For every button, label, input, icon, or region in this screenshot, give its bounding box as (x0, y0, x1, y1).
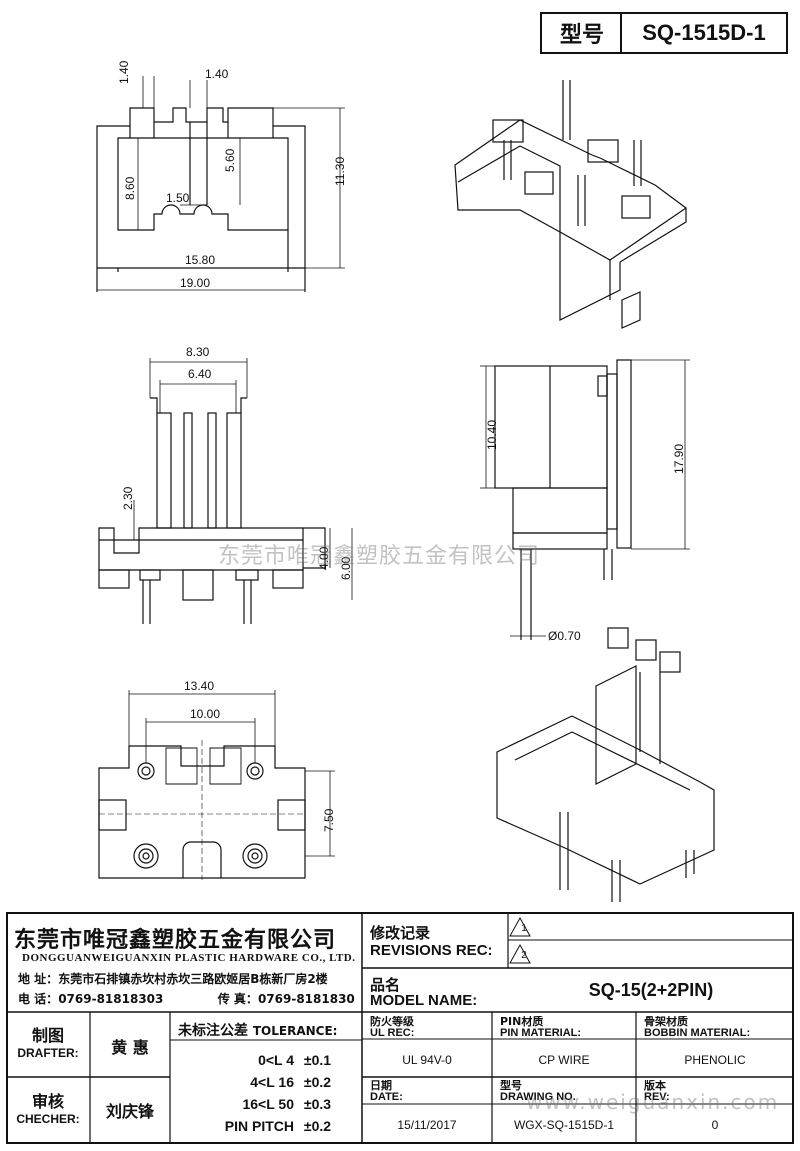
drafter-label-cn: 制图 (31, 1026, 64, 1045)
drafter-label-en: DRAFTER: (17, 1046, 79, 1060)
dim-b: 1.40 (205, 67, 229, 81)
bobbin-label-cn: 骨架材质 (644, 1016, 688, 1028)
dim-g: 15.80 (185, 253, 215, 267)
isometric-view-top (454, 80, 688, 329)
dim-s: 7.50 (322, 808, 336, 832)
dim-a: 1.40 (117, 60, 131, 84)
rev-label-cn: 版本 (644, 1080, 666, 1092)
dim-e: 1.50 (166, 191, 190, 205)
tolerance-row: PIN PITCH ±0.2 (202, 1118, 362, 1134)
dim-l: 4.00 (317, 546, 331, 570)
dim-k: 2.30 (121, 486, 135, 510)
checker-label-en: CHECHER: (16, 1112, 80, 1126)
fax-value: 0769-8181830 (257, 992, 355, 1006)
pin-label-en: PIN MATERIAL: (500, 1027, 582, 1039)
revision-value: 0 (711, 1118, 719, 1132)
tolerance-range: 16<L 50 (242, 1096, 294, 1112)
tolerance-value: ±0.3 (303, 1096, 332, 1112)
top-view (96, 76, 345, 292)
ul-label-en: UL REC: (370, 1027, 415, 1039)
part-number-box: SQ-1515D-1 (620, 12, 788, 54)
date-label-en: DATE: (370, 1091, 403, 1103)
dim-i: 8.30 (186, 345, 210, 359)
revisions-label-en: REVISIONS REC: (370, 942, 493, 959)
rev-label-en: REV: (644, 1091, 670, 1103)
tolerance-row: 0<L 4 ±0.1 (202, 1052, 362, 1068)
bobbin-label-en: BOBBIN MATERIAL: (644, 1027, 751, 1039)
company-name-cn: 东莞市唯冠鑫塑胶五金有限公司 (14, 928, 337, 953)
bottom-view (98, 690, 335, 880)
date-value: 15/11/2017 (397, 1118, 457, 1132)
title-block-grid (6, 912, 794, 1144)
dim-c: 8.60 (123, 176, 137, 200)
drawing-number-value: WGX-SQ-1515D-1 (513, 1118, 615, 1132)
tolerance-row: 4<L 16 ±0.2 (202, 1074, 362, 1090)
phone-row: 电 话：0769-81818303 传 真：0769-8181830 (18, 990, 363, 1007)
revision-mark-2: 2 (521, 950, 527, 961)
address-value: 东莞市石排镇赤坎村赤坎三路欧姬居B栋新厂房2楼 (58, 972, 328, 986)
tolerance-range: 4<L 16 (250, 1074, 294, 1090)
side-view (98, 358, 353, 624)
date-label-cn: 日期 (370, 1080, 392, 1092)
company-name-en: DONGGUANWEIGUANXIN PLASTIC HARDWARE CO.,… (22, 952, 356, 964)
part-number: SQ-1515D-1 (642, 20, 766, 45)
revisions-label-cn: 修改记录 (370, 924, 431, 942)
tolerance-value: ±0.1 (303, 1052, 332, 1068)
tolerance-row: 16<L 50 ±0.3 (202, 1096, 362, 1112)
pin-label-cn: PIN材质 (500, 1016, 544, 1028)
tel-value: 0769-81818303 (58, 992, 164, 1006)
tolerance-value: ±0.2 (303, 1118, 332, 1134)
ul-label-cn: 防火等级 (370, 1016, 414, 1028)
type-label-box: 型号 (540, 12, 622, 54)
watermark-url: www.weiguanxin.com (526, 1090, 780, 1114)
technical-drawing: 1.40 1.40 8.60 5.60 1.50 11.30 15.80 19.… (96, 60, 715, 902)
bobbin-material-value: PHENOLIC (684, 1053, 746, 1067)
tolerance-range: 0<L 4 (258, 1052, 294, 1068)
dim-r: 10.00 (190, 707, 220, 721)
checker-name: 刘庆锋 (105, 1102, 154, 1121)
dim-m: 6.00 (339, 556, 353, 580)
pin-material-value: CP WIRE (538, 1053, 590, 1067)
right-view (480, 359, 690, 640)
model-label-cn: 品名 (370, 976, 401, 994)
title-block: 东莞市唯冠鑫塑胶五金有限公司 DONGGUANWEIGUANXIN PLASTI… (6, 912, 794, 1144)
dim-d: 5.60 (223, 148, 237, 172)
revision-mark-1: 1 (521, 923, 527, 934)
model-label-en: MODEL NAME: (370, 992, 478, 1009)
tolerance-title: 未标注公差 TOLERANCE: (178, 1020, 362, 1040)
dim-o: 17.90 (672, 444, 686, 474)
dim-h: 19.00 (180, 276, 210, 290)
tolerance-range: PIN PITCH (224, 1118, 294, 1134)
tel-label: 电 话： (18, 992, 59, 1006)
checker-label-cn: 审核 (31, 1092, 64, 1111)
ul-value: UL 94V-0 (402, 1053, 452, 1067)
isometric-view-bottom (496, 627, 715, 902)
watermark-company: 东莞市唯冠鑫塑胶五金有限公司 (218, 544, 541, 569)
dim-f: 11.30 (333, 157, 347, 186)
dim-q: 13.40 (184, 679, 214, 693)
type-label: 型号 (559, 22, 604, 47)
tolerance-title-cn: 未标注公差 (178, 1023, 248, 1039)
dim-j: 6.40 (188, 367, 212, 381)
address-row: 地 址：东莞市石排镇赤坎村赤坎三路欧姬居B栋新厂房2楼 (18, 970, 363, 987)
drawing-label-cn: 型号 (500, 1080, 522, 1092)
tolerance-title-en: TOLERANCE: (252, 1024, 338, 1038)
dim-n: 10.40 (485, 420, 499, 450)
dim-p: Ø0.70 (548, 629, 581, 643)
fax-label: 传 真： (217, 992, 258, 1006)
drafter-name: 黄 惠 (111, 1038, 149, 1057)
address-label: 地 址： (18, 972, 59, 986)
model-value: SQ-15(2+2PIN) (588, 980, 714, 1000)
tolerance-value: ±0.2 (303, 1074, 332, 1090)
drawing-label-en: DRAWING NO. (500, 1091, 576, 1103)
